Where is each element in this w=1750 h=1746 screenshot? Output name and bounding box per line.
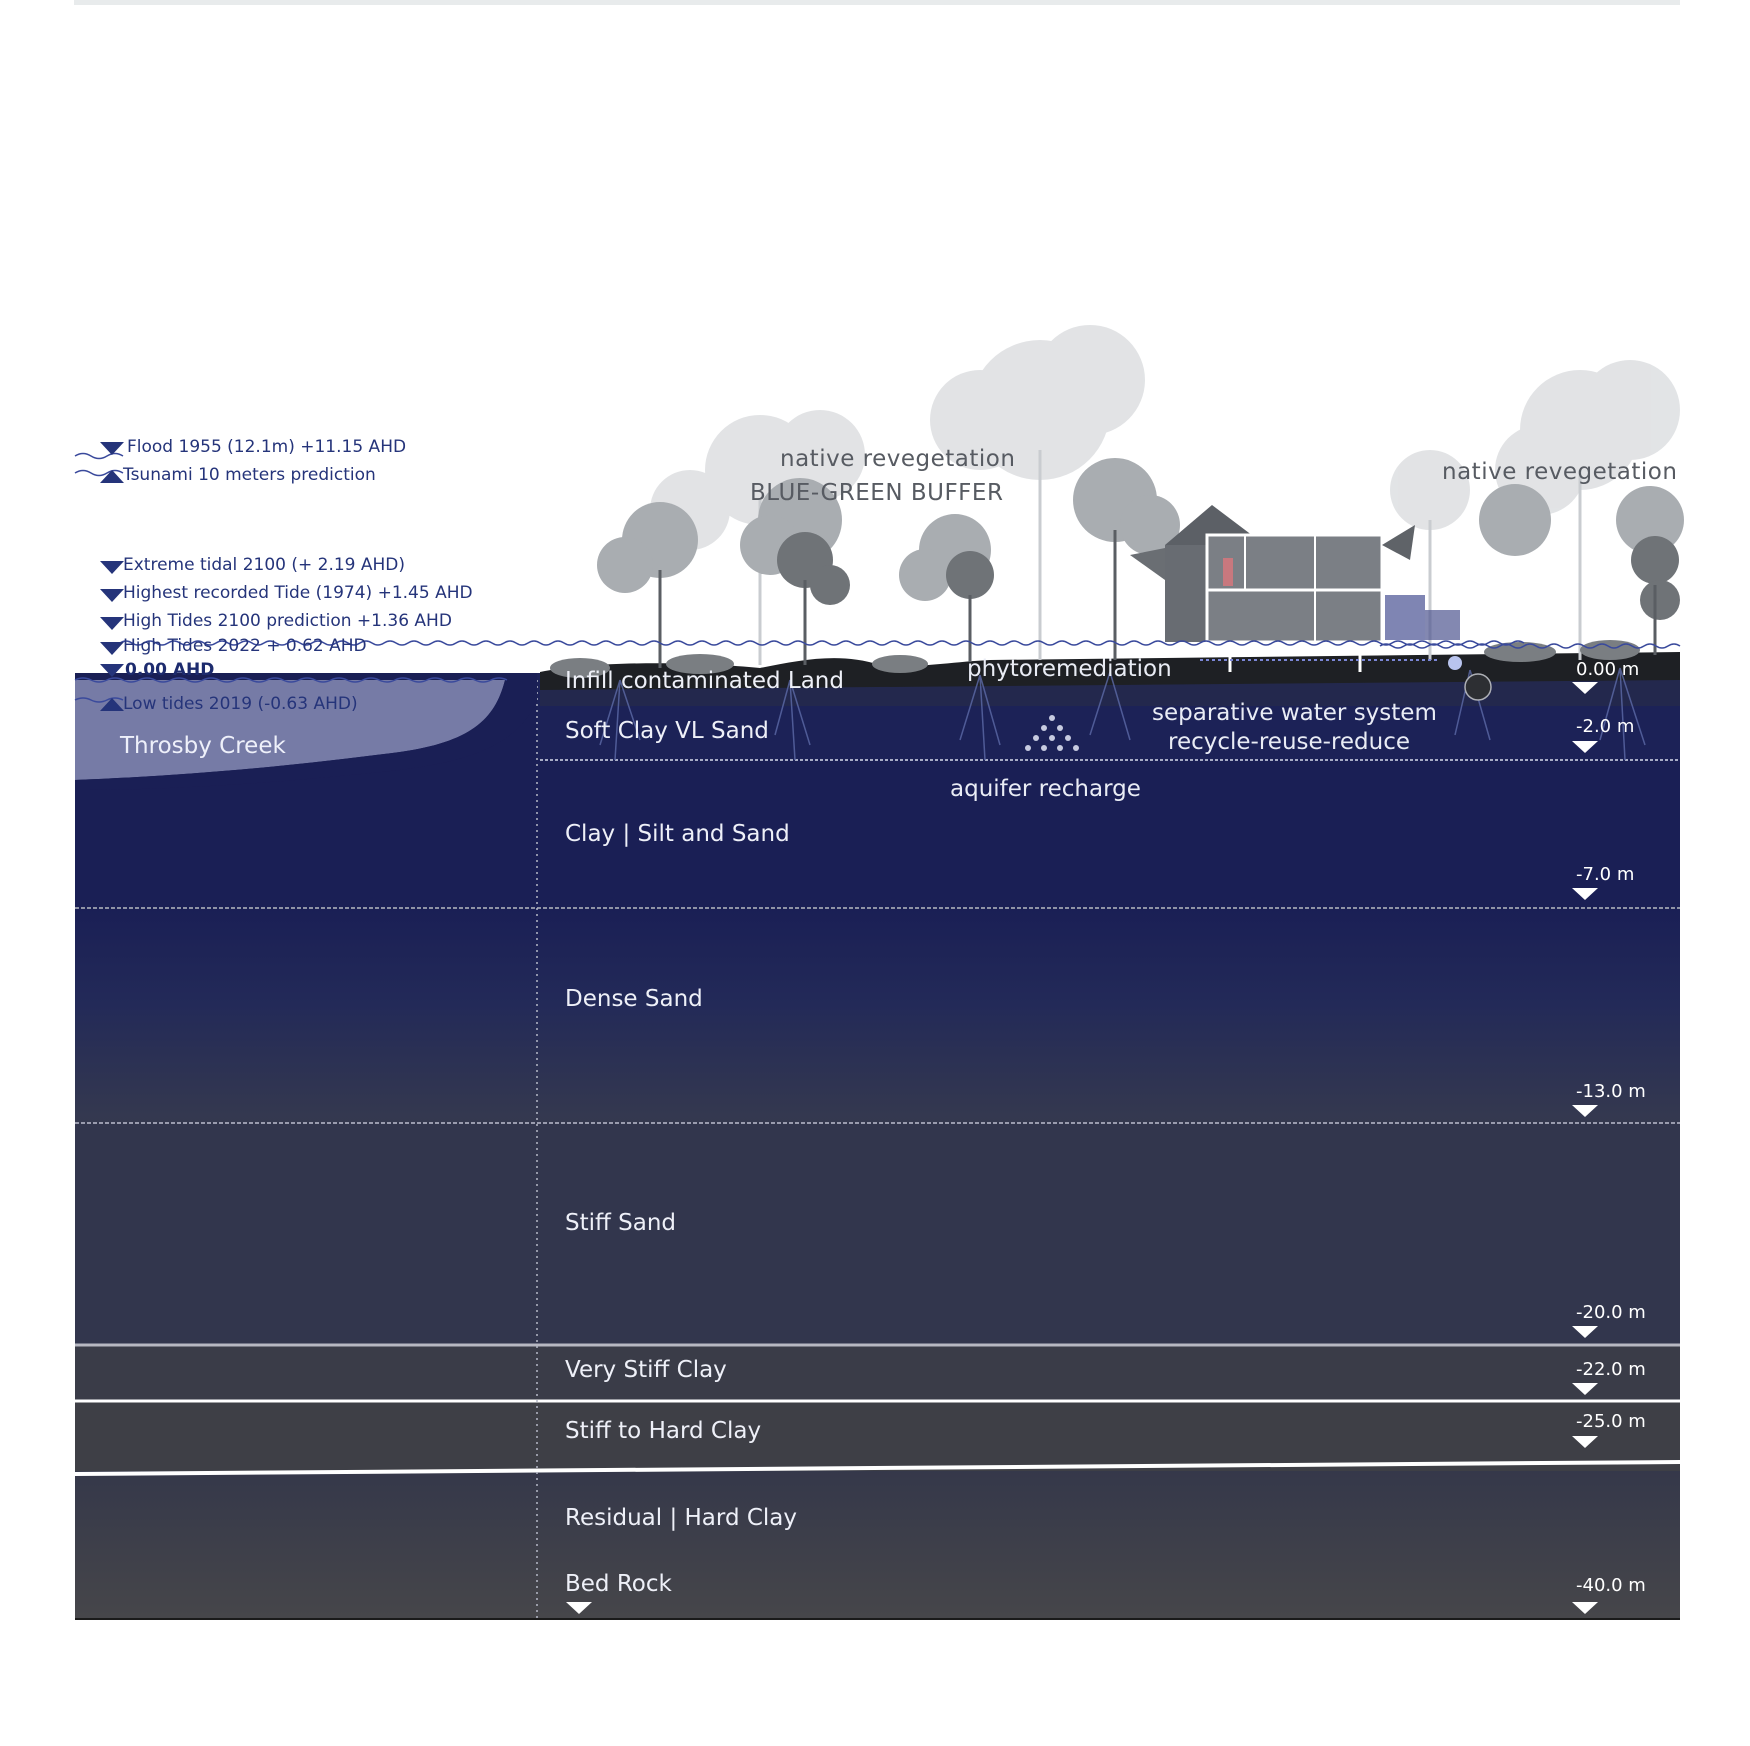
ground (540, 652, 1680, 761)
water-tanks (1385, 595, 1425, 640)
wave-tsunami (74, 469, 124, 477)
water-level-markers (100, 442, 124, 711)
house-body-left (1165, 545, 1207, 642)
wave-lowtide (74, 697, 124, 703)
annotation-recycle: recycle-reuse-reduce (1168, 729, 1411, 755)
depth-label: -22.0 m (1576, 1359, 1646, 1380)
annotation-buffer: BLUE-GREEN BUFFER (750, 480, 1004, 506)
annotation-native-left: native revegetation (780, 446, 1016, 472)
depth-label: -2.0 m (1576, 716, 1635, 737)
aquifer-droplets-icon (1025, 715, 1079, 751)
house (1130, 505, 1492, 701)
annotation-water-system: separative water system (1152, 700, 1437, 726)
annotation-phytoremediation: phytoremediation (967, 656, 1172, 682)
depth-25-icon (1572, 1436, 1598, 1448)
creek-bed (75, 680, 537, 790)
water-lines (74, 452, 1681, 703)
annotation-native-right: native revegetation (1442, 459, 1678, 485)
annotation-aquifer: aquifer recharge (950, 776, 1141, 802)
soil-layer-label: Dense Sand (565, 986, 703, 1012)
marker-zero-icon (100, 664, 124, 677)
depth-0-icon (1572, 682, 1598, 694)
marker-tsunami-icon (100, 470, 124, 483)
marker-hightide2100-icon (100, 617, 124, 630)
stratum-residual (75, 1471, 1680, 1619)
wave-flood (74, 452, 124, 460)
marker-highest-icon (100, 589, 124, 602)
water-level-label: Flood 1955 (12.1m) +11.15 AHD (127, 437, 407, 457)
creek (75, 680, 537, 790)
water-level-label: Highest recorded Tide (1974) +1.45 AHD (123, 583, 473, 603)
stratum-stiff-hard-clay (75, 1401, 1680, 1471)
soil-layer-label: Bed Rock (565, 1571, 672, 1597)
water-level-label: High Tides 2100 prediction +1.36 AHD (123, 611, 452, 631)
depth-label: -20.0 m (1576, 1302, 1646, 1323)
strata (74, 673, 1681, 1620)
depth-label: -40.0 m (1576, 1575, 1646, 1596)
infill-band (540, 680, 1680, 706)
depth-marker-triangles (566, 682, 1598, 1614)
top-map-strip (74, 0, 1680, 5)
creek-water (75, 680, 505, 780)
water-level-label: Low tides 2019 (-0.63 AHD) (123, 694, 358, 714)
marker-extreme-icon (100, 561, 124, 574)
creek-label: Throsby Creek (120, 733, 286, 759)
soil-layer-label: Soft Clay VL Sand (565, 718, 769, 744)
wave-hightide-2022 (119, 640, 1525, 646)
stratum-dense-sand (75, 908, 1680, 1123)
water-tank-underground (1464, 673, 1492, 701)
wave-zero (74, 677, 508, 683)
marker-lowtide-icon (100, 698, 124, 711)
water-level-label: Tsunami 10 meters prediction (123, 465, 376, 485)
soil-layer-label: Stiff Sand (565, 1210, 677, 1236)
stratum-very-stiff-clay (75, 1345, 1680, 1401)
roof-wing (1382, 525, 1415, 560)
house-piles (1228, 644, 1362, 672)
depth-22-icon (1572, 1383, 1598, 1395)
depth-2-icon (1572, 741, 1598, 753)
vegetation (550, 325, 1684, 678)
marker-flood-icon (100, 442, 124, 455)
roof-wing-left (1130, 548, 1165, 580)
soil-layer-label: Infill contaminated Land (565, 668, 844, 694)
marker-hightide2022-icon (100, 642, 124, 655)
resident-figure (1223, 558, 1233, 586)
soil-layer-label: Very Stiff Clay (565, 1357, 727, 1383)
boundary-25m (74, 1460, 1681, 1476)
depth-13-icon (1572, 1105, 1598, 1117)
soil-layer-label: Clay | Silt and Sand (565, 821, 790, 847)
water-level-label: Extreme tidal 2100 (+ 2.19 AHD) (123, 555, 406, 575)
depth-40-icon (1572, 1602, 1598, 1614)
soil-layer-label: Stiff to Hard Clay (565, 1418, 762, 1444)
depth-20-icon (1572, 1326, 1598, 1338)
depth-label: -25.0 m (1576, 1411, 1646, 1432)
depth-label: 0.00 m (1576, 659, 1640, 680)
stratum-stiff-sand (75, 1123, 1680, 1345)
depth-7-icon (1572, 888, 1598, 900)
depth-label: -7.0 m (1576, 864, 1635, 885)
soil-layer-label: Residual | Hard Clay (565, 1505, 798, 1531)
wave-right (1379, 643, 1681, 649)
water-level-label-zero: 0.00 AHD (125, 660, 215, 680)
water-node-light (1448, 656, 1462, 670)
bedrock-marker-icon (566, 1602, 592, 1614)
depth-label: -13.0 m (1576, 1081, 1646, 1102)
water-level-label: High Tides 2022 + 0.62 AHD (123, 636, 367, 656)
